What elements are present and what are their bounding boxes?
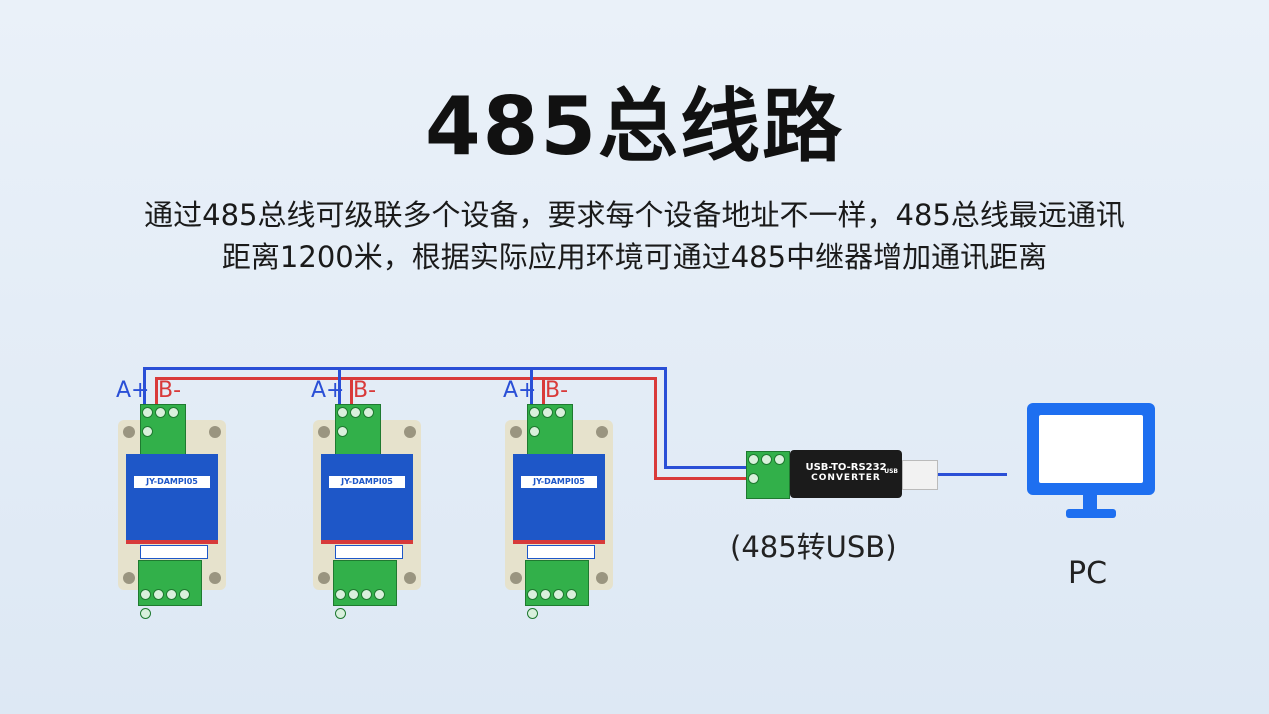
io-module: JY-DAMPI05 <box>118 400 226 640</box>
rs485-terminal <box>527 404 573 456</box>
pc-label: PC <box>1068 556 1108 591</box>
io-module: JY-DAMPI05 <box>505 400 613 640</box>
module-model: JY-DAMPI05 <box>329 476 405 488</box>
b-minus-label: B- <box>353 378 377 403</box>
converter-usb-label: USB <box>884 468 898 475</box>
device-b-drop <box>350 377 353 407</box>
a-to-converter-wire <box>664 466 748 469</box>
b-minus-label: B- <box>545 378 569 403</box>
b-bus-drop <box>654 377 657 479</box>
pin-label-strip <box>335 545 403 559</box>
rs485-terminal <box>335 404 381 456</box>
io-terminal <box>525 560 589 619</box>
converter-line-2: CONVERTER <box>811 473 881 483</box>
description-line-2: 距离1200米，根据实际应用环境可通过485中继器增加通讯距离 <box>221 240 1048 274</box>
usb-to-pc-wire <box>937 473 1007 476</box>
monitor-base <box>1066 509 1116 518</box>
module-label-plate: JY-DAMPI05 <box>513 454 605 544</box>
a-bus-drop <box>664 367 667 468</box>
page-title: 485总线路 <box>425 80 844 173</box>
description: 通过485总线可级联多个设备，要求每个设备地址不一样，485总线最远通讯 距离1… <box>0 194 1269 278</box>
device-b-drop <box>542 377 545 407</box>
pin-label-strip <box>527 545 595 559</box>
pin-label-strip <box>140 545 208 559</box>
device-a-drop <box>530 367 533 407</box>
io-terminal <box>333 560 397 619</box>
device-b-drop <box>155 377 158 407</box>
converter-caption: (485转USB) <box>730 530 897 564</box>
device-a-drop <box>338 367 341 407</box>
module-label-plate: JY-DAMPI05 <box>321 454 413 544</box>
a-plus-label: A+ <box>503 378 537 403</box>
b-minus-label: B- <box>158 378 182 403</box>
a-plus-label: A+ <box>116 378 150 403</box>
b-bus-wire <box>155 377 657 380</box>
a-plus-label: A+ <box>311 378 345 403</box>
rs485-terminal <box>140 404 186 456</box>
module-label-plate: JY-DAMPI05 <box>126 454 218 544</box>
monitor-stand <box>1083 495 1097 509</box>
usb-rs485-converter: USB-TO-RS232 CONVERTER USB <box>790 450 902 498</box>
module-model: JY-DAMPI05 <box>134 476 210 488</box>
usb-plug <box>902 460 938 490</box>
io-terminal <box>138 560 202 619</box>
converter-line-1: USB-TO-RS232 <box>805 462 887 473</box>
b-to-converter-wire <box>654 477 748 480</box>
device-a-drop <box>143 367 146 407</box>
description-line-1: 通过485总线可级联多个设备，要求每个设备地址不一样，485总线最远通讯 <box>144 198 1125 232</box>
io-module: JY-DAMPI05 <box>313 400 421 640</box>
a-bus-wire <box>143 367 667 370</box>
module-model: JY-DAMPI05 <box>521 476 597 488</box>
pc-monitor-icon <box>1027 403 1155 495</box>
converter-terminal <box>746 451 790 499</box>
